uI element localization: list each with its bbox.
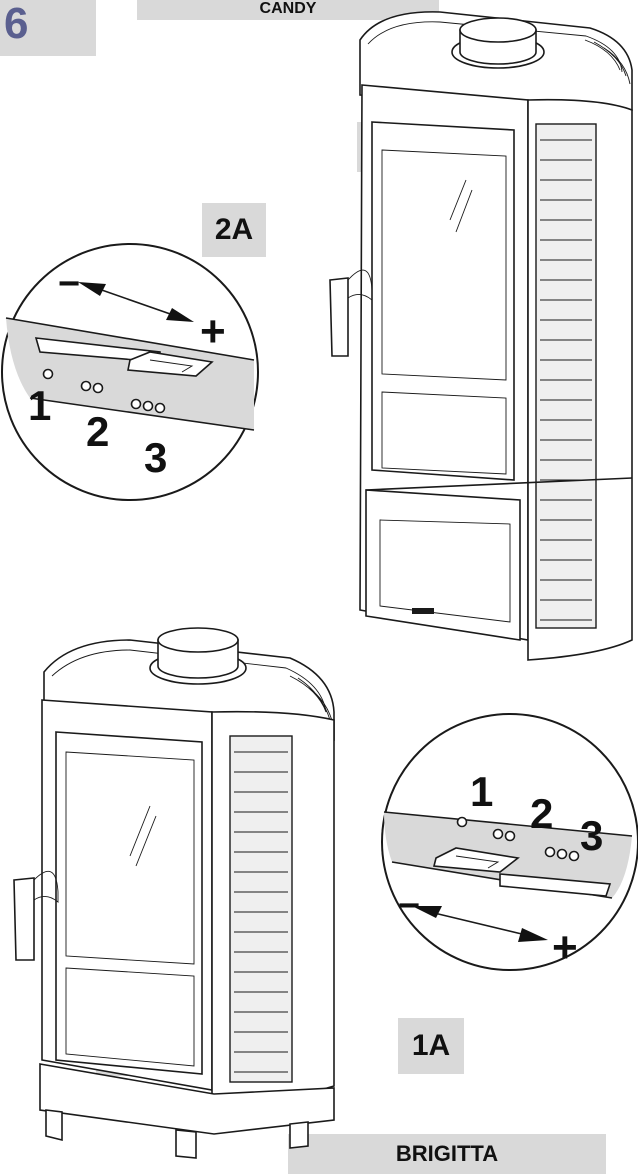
label-top-detail-2a: 2A [202,203,266,257]
top-stove-drawing [329,11,633,661]
bottom-detail-callout: − + 1 2 3 [381,713,638,972]
bottom-detail-position-3: 3 [580,812,603,859]
bottom-detail-minus: − [398,885,420,927]
bottom-detail-position-2: 2 [530,790,553,837]
model-name-bottom: BRIGITTA [288,1134,606,1174]
label-bottom-detail-1a: 1A [398,1018,464,1074]
top-detail-callout: − + 1 2 3 [1,243,259,501]
top-detail-plus: + [200,307,226,356]
bottom-detail-position-1: 1 [470,768,493,815]
step-number: 6 [0,0,96,56]
bottom-stove-drawing [13,627,335,1159]
top-detail-position-2: 2 [86,408,109,455]
top-detail-position-3: 3 [144,434,167,481]
top-detail-minus: − [58,263,80,305]
bottom-detail-plus: + [552,923,578,972]
top-detail-position-1: 1 [28,382,51,429]
model-name-top: CANDY [137,0,439,20]
